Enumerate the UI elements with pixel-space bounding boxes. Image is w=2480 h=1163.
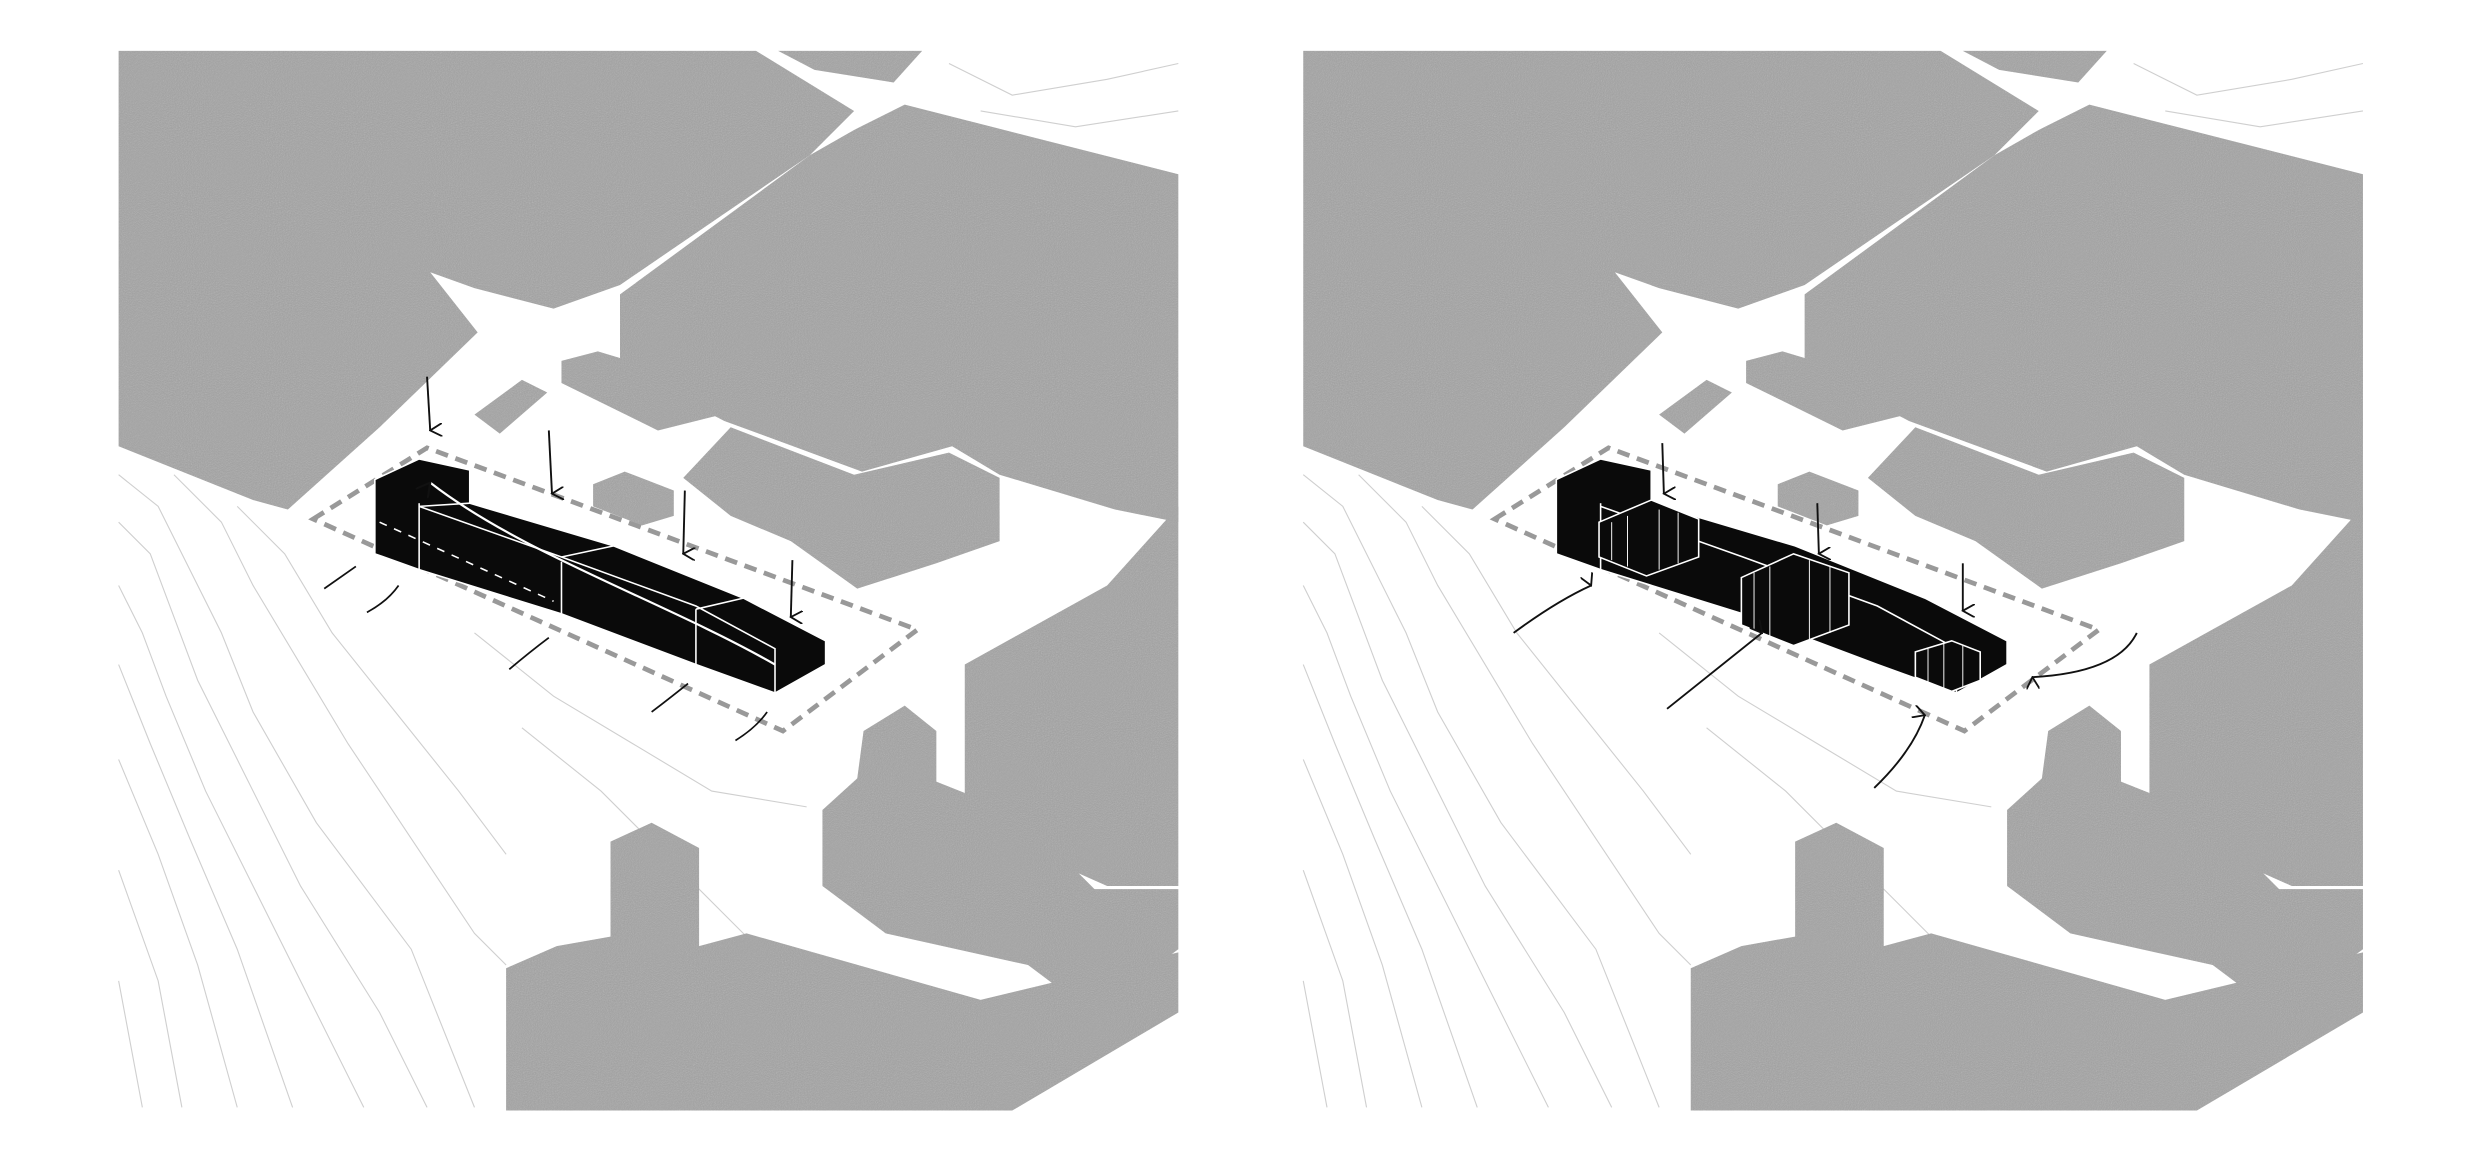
- approach-arrows: [1513, 443, 2138, 789]
- panel-right: [1303, 51, 2363, 1111]
- site-boundary: [1489, 445, 2104, 734]
- open-court-frames: [1598, 499, 1981, 693]
- site-boundary: [308, 445, 923, 734]
- proposed-mass: [374, 458, 827, 694]
- edge-marks: [323, 565, 768, 742]
- panel-left: [119, 51, 1179, 1111]
- approach-arrows: [426, 376, 792, 617]
